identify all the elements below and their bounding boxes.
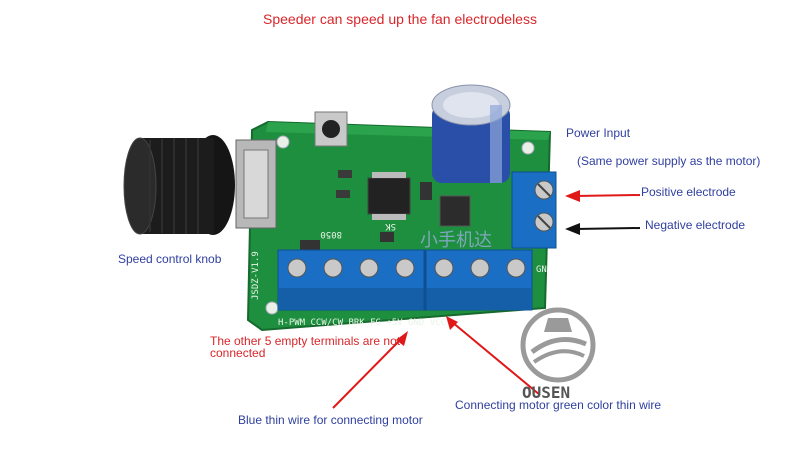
same-power-label: (Same power supply as the motor) — [577, 154, 761, 168]
empty-terminals-label-line1: The other 5 empty terminals are not — [210, 334, 401, 348]
mosfet — [439, 195, 471, 227]
power-terminal-block — [511, 171, 557, 249]
mount-hole — [265, 301, 279, 315]
ousen-logo — [520, 307, 596, 383]
ic-chip — [367, 177, 411, 215]
speed-control-knob — [123, 135, 235, 235]
speed-knob-label: Speed control knob — [118, 252, 222, 266]
title: Speeder can speed up the fan electrodele… — [263, 11, 537, 27]
smd-part — [420, 182, 432, 200]
power-input-label: Power Input — [566, 126, 631, 140]
watermark: 小手机达 — [420, 230, 492, 251]
arrow-blue-wire — [332, 331, 408, 409]
smd-part — [338, 170, 352, 178]
arrow-negative — [565, 223, 641, 235]
blue-wire-label: Blue thin wire for connecting motor — [238, 413, 423, 427]
terminal-screws — [287, 258, 526, 278]
arrow-green-wire — [446, 316, 541, 396]
positive-electrode-label: Positive electrode — [641, 185, 736, 199]
mark-gn: GN — [536, 265, 547, 275]
mount-hole — [276, 135, 290, 149]
arrow-positive — [565, 190, 641, 202]
negative-electrode-label: Negative electrode — [645, 218, 746, 232]
green-wire-label: Connecting motor green color thin wire — [455, 398, 662, 412]
silkscreen-side: JSDZ-V1.9 — [251, 251, 261, 300]
logo-text: OUSEN — [522, 383, 570, 402]
mark-sk: SK — [385, 221, 396, 231]
smd-part — [300, 240, 320, 250]
mark-8050: 8050 — [320, 229, 342, 239]
smd-part — [336, 190, 350, 198]
empty-terminals-label-line2: connected — [210, 346, 266, 360]
silkscreen-bottom: H-PWM CCW/CW BRK FG +5V GND VCC — [278, 318, 446, 328]
smd-part — [380, 232, 394, 242]
mount-hole — [521, 141, 535, 155]
